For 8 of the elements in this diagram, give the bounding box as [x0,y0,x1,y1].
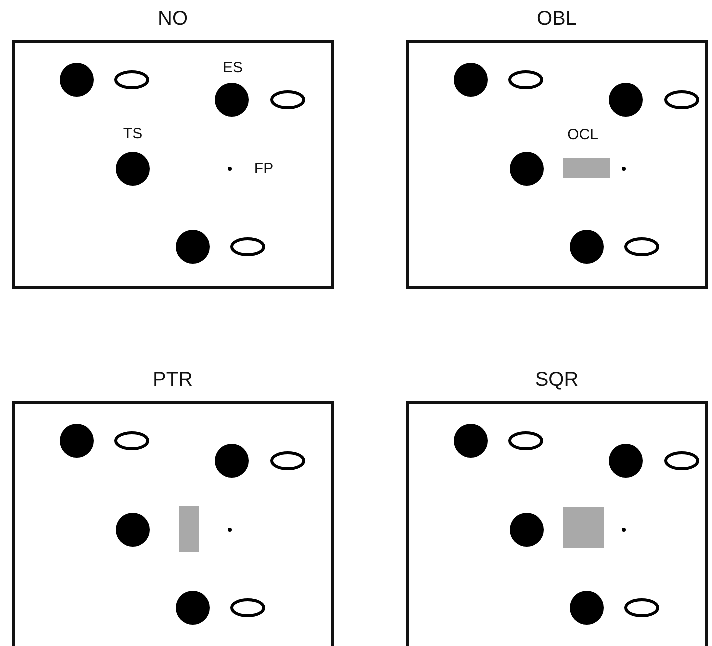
part-label: OCL [568,126,598,144]
part-label: TS [123,126,143,142]
part-label: FP [254,160,274,178]
part-label: ES [223,60,243,76]
panel-title: NO [157,7,189,31]
panel-title: PTR [152,368,194,392]
panel-title: OBL [536,7,578,31]
panel-title: SQR [534,368,580,392]
